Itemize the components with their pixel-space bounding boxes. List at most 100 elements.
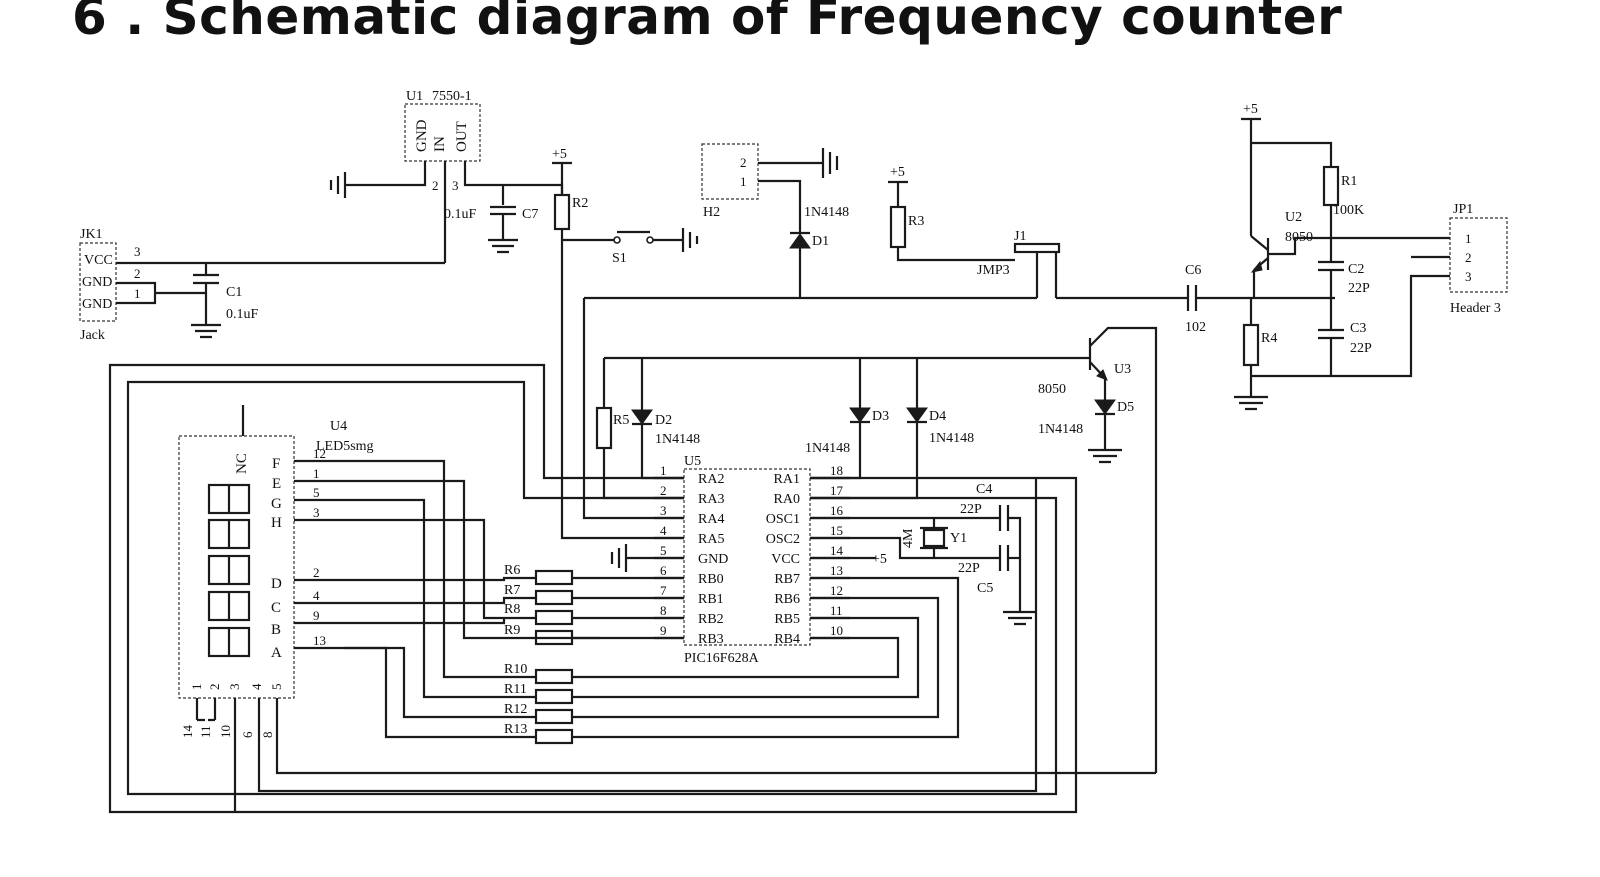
c5-label: C5 xyxy=(977,581,993,596)
h2-pin1: 1 xyxy=(740,174,747,189)
u5-right-pin-name: RA1 xyxy=(774,472,800,487)
u1-pin3-label: 3 xyxy=(452,178,459,193)
d2-label: D2 xyxy=(655,413,672,428)
u5-left-pin-number: 2 xyxy=(660,483,667,498)
u4-bottom-pin-number: 2 xyxy=(207,684,222,691)
r4-label: R4 xyxy=(1261,331,1277,346)
u4-bottom-pin-number: 1 xyxy=(189,684,204,691)
u5-right-pin-name: RA0 xyxy=(774,492,800,507)
u1-gnd-label: GND xyxy=(414,119,430,152)
seg-a-label: A xyxy=(271,645,282,661)
jk1-jack-label: Jack xyxy=(80,328,105,343)
u5-left-pin-number: 8 xyxy=(660,603,667,618)
u5-left-pin-name: RA5 xyxy=(698,532,724,547)
d4-part-label: 1N4148 xyxy=(929,431,974,446)
u5-right-pin-name: OSC1 xyxy=(766,512,800,527)
r1-label: R1 xyxy=(1341,174,1357,189)
seg-c-label: C xyxy=(271,600,281,616)
u5-left-pin-name: RA3 xyxy=(698,492,724,507)
u5-right-pin-number: 13 xyxy=(830,563,843,578)
u5-left-pin-number: 3 xyxy=(660,503,667,518)
seg-f-label: F xyxy=(272,456,280,472)
u3-label: U3 xyxy=(1114,362,1131,377)
u4-left-pin-number: 1 xyxy=(313,466,320,481)
r10-label: R10 xyxy=(504,662,527,677)
d2-part-label: 1N4148 xyxy=(655,432,700,447)
jp1-header-label: Header 3 xyxy=(1450,301,1501,316)
u5-left-pin-name: RB1 xyxy=(698,592,724,607)
u2-part-label: 8050 xyxy=(1285,230,1313,245)
u5-right-pin-name: RB5 xyxy=(774,612,800,627)
u2-label: U2 xyxy=(1285,210,1302,225)
u1-part-label: 7550-1 xyxy=(432,89,472,104)
diode-d3: D3 1N4148 xyxy=(805,358,889,480)
r8-label: R8 xyxy=(504,602,520,617)
seg-h-label: H xyxy=(271,515,282,531)
r5-label: R5 xyxy=(613,413,629,428)
r1-value-label: 100K xyxy=(1333,203,1364,218)
u5-right-pin-name: RB4 xyxy=(774,632,800,647)
u5-right-pin-name: RB6 xyxy=(774,592,800,607)
u4-bottom-pin-number: 4 xyxy=(249,683,264,690)
jk1-pin3: 3 xyxy=(134,244,141,259)
u4-label: U4 xyxy=(330,419,347,434)
jumper-j1: J1 JMP3 xyxy=(977,229,1061,298)
u3-part-label: 8050 xyxy=(1038,382,1066,397)
ground-symbol xyxy=(329,172,347,198)
u5-left-pin-name: RA4 xyxy=(698,512,724,527)
r13-label: R13 xyxy=(504,722,527,737)
c3-value-label: 22P xyxy=(1350,341,1372,356)
u5-right-pin-name: VCC xyxy=(771,552,800,567)
capacitor-c3: C3 22P xyxy=(1318,298,1372,376)
u5-right-pin-number: 17 xyxy=(830,483,844,498)
u4-left-pin-number: 9 xyxy=(313,608,320,623)
u5-left-pin-name: RB3 xyxy=(698,632,724,647)
u5-part-label: PIC16F628A xyxy=(684,651,760,666)
r12-label: R12 xyxy=(504,702,527,717)
u4-part-label: LED5smg xyxy=(316,439,374,454)
resistor-r3: +5 R3 xyxy=(888,165,1015,262)
r2-label: R2 xyxy=(572,196,588,211)
page-title: 6 . Schematic diagram of Frequency count… xyxy=(72,0,1343,46)
u1-pin2-label: 2 xyxy=(432,178,439,193)
d1-part-label: 1N4148 xyxy=(804,205,849,220)
y1-label: Y1 xyxy=(950,531,967,546)
c4-value-label: 22P xyxy=(960,502,982,517)
u4-left-pin-number: 3 xyxy=(313,505,320,520)
c2-label: C2 xyxy=(1348,262,1364,277)
u5-right-pin-number: 16 xyxy=(830,503,844,518)
jk1-vcc-label: VCC xyxy=(84,253,113,268)
c3-label: C3 xyxy=(1350,321,1366,336)
header-jp1: JP1 1 2 3 Header 3 xyxy=(1449,202,1508,316)
c1-value-label: 0.1uF xyxy=(226,307,259,322)
crystal-y1: Y1 4M xyxy=(810,516,1000,560)
capacitor-c1: C1 0.1uF xyxy=(191,263,259,339)
jp1-pin1: 1 xyxy=(1465,231,1472,246)
c7-value-label: 0.1uF xyxy=(444,207,477,222)
u4-left-pin-number: 12 xyxy=(313,446,326,461)
u5-right-pin-name: OSC2 xyxy=(766,532,800,547)
resistor-bank-r6-r9: R6 R7 R8 R9 xyxy=(504,563,684,646)
u1-label: U1 xyxy=(406,89,423,104)
u5-left-pin-number: 5 xyxy=(660,543,667,558)
u5-vcc-plus5-label: +5 xyxy=(872,552,887,567)
c1-label: C1 xyxy=(226,285,242,300)
u5-left-pin-number: 1 xyxy=(660,463,667,478)
u5-left-pin-number: 4 xyxy=(660,523,667,538)
u2-plus5-label: +5 xyxy=(1243,102,1258,117)
u4-left-pin-number: 4 xyxy=(313,588,320,603)
r3-label: R3 xyxy=(908,214,924,229)
transistor-u2: +5 U2 8050 xyxy=(1241,102,1450,298)
j1-label: J1 xyxy=(1014,229,1026,244)
u5-right-pin-number: 18 xyxy=(830,463,843,478)
jp1-pin3: 3 xyxy=(1465,269,1472,284)
c4-label: C4 xyxy=(976,482,992,497)
r7-label: R7 xyxy=(504,583,520,598)
resistor-r1: R1 100K xyxy=(1322,165,1364,238)
c6-value-label: 102 xyxy=(1185,320,1206,335)
seg-d-label: D xyxy=(271,576,282,592)
u5-right-pin-number: 12 xyxy=(830,583,843,598)
